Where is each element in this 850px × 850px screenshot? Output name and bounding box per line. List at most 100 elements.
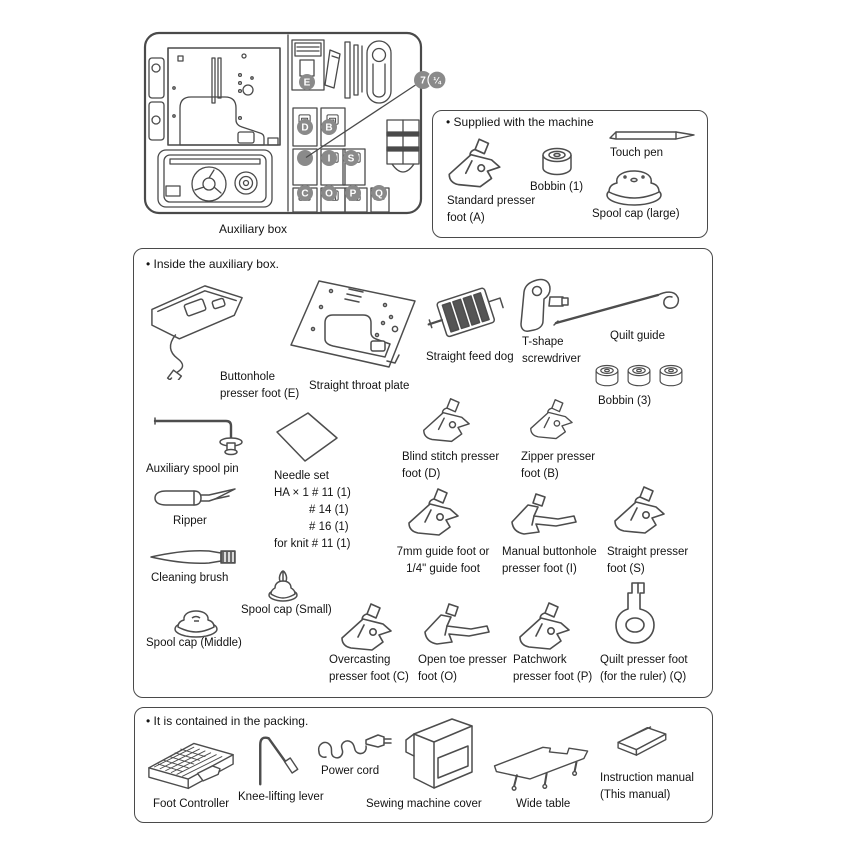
sewing-machine-cover-label: Sewing machine cover (366, 798, 482, 810)
slot-letter-p: P (350, 189, 357, 200)
label-line: HA × 1 # 11 (1) (274, 487, 351, 499)
slot-letter-e: E (304, 78, 311, 89)
needle-set-label: Needle set HA × 1 # 11 (1) # 14 (1) # 16… (274, 468, 351, 553)
patchwork-presser-foot-icon (512, 600, 576, 654)
overcasting-presser-foot-label: Overcasting presser foot (C) (329, 652, 409, 686)
label-line: foot (B) (521, 468, 559, 480)
slot-badges (297, 74, 387, 201)
slot-letter-i: I (328, 154, 331, 165)
label-line: 1/4" guide foot (406, 563, 480, 575)
label-line: T-shape (522, 336, 564, 348)
label-line: Overcasting (329, 654, 391, 666)
quilt-presser-foot-label: Quilt presser foot (for the ruler) (Q) (600, 652, 688, 686)
label-line: Instruction manual (600, 772, 694, 784)
label-line: presser foot (C) (329, 671, 409, 683)
straight-throat-plate-label: Straight throat plate (309, 380, 410, 392)
manual-buttonhole-presser-foot-label: Manual buttonhole presser foot (I) (502, 544, 597, 578)
7mm-guide-foot-label: 7mm guide foot or 1/4" guide foot (387, 544, 499, 578)
spool-cap-small-icon (266, 568, 300, 604)
label-line: Standard presser (447, 195, 536, 207)
label-line: presser foot (P) (513, 671, 593, 683)
slot-letter-s: S (348, 154, 355, 165)
blind-stitch-presser-foot-icon (416, 396, 476, 446)
manual-buttonhole-presser-foot-icon (506, 492, 580, 538)
label-line: for knit # 11 (1) (274, 538, 351, 550)
open-toe-presser-foot-icon (419, 602, 493, 648)
label-line: foot (S) (607, 563, 645, 575)
label-line: 7mm guide foot or (396, 546, 490, 558)
label-line: # 14 (1) (309, 504, 349, 516)
needle-set-icon (275, 411, 339, 463)
label-line: Manual buttonhole (502, 546, 597, 558)
spool-cap-middle-label: Spool cap (Middle) (146, 637, 242, 649)
buttonhole-presser-foot-label: Buttonhole presser foot (E) (220, 369, 299, 403)
spool-cap-large-label: Spool cap (large) (592, 208, 680, 220)
auxiliary-box-diagram: E D B I S C O P Q 7 ¼ (143, 31, 447, 215)
quilt-presser-foot-icon (611, 580, 667, 648)
bobbin-3-icon (593, 361, 685, 391)
straight-feed-dog-label: Straight feed dog (426, 351, 514, 363)
callout-leader-line (305, 84, 416, 159)
straight-presser-foot-label: Straight presser foot (S) (607, 544, 688, 578)
instruction-manual-label: Instruction manual (This manual) (600, 770, 694, 804)
callout-badge-7 (414, 71, 432, 89)
packing-title: • It is contained in the packing. (146, 714, 309, 728)
inside-title: • Inside the auxiliary box. (146, 257, 279, 271)
callout-label-7: 7 (420, 76, 426, 87)
knee-lifting-lever-label: Knee-lifting lever (238, 791, 324, 803)
zipper-presser-foot-label: Zipper presser foot (B) (521, 449, 595, 483)
slot-letter-o: O (325, 189, 333, 200)
spool-cap-small-label: Spool cap (Small) (241, 604, 332, 616)
ripper-icon (149, 485, 241, 511)
bobbin-icon (539, 146, 575, 178)
wide-table-label: Wide table (516, 798, 571, 810)
foot-controller-label: Foot Controller (153, 798, 230, 810)
open-toe-presser-foot-label: Open toe presser foot (O) (418, 652, 507, 686)
straight-presser-foot-icon (607, 484, 671, 538)
knee-lifting-lever-icon (249, 728, 309, 788)
standard-presser-foot-label: Standard presser foot (A) (447, 193, 535, 227)
label-line: Open toe presser (418, 654, 507, 666)
patchwork-presser-foot-label: Patchwork presser foot (P) (513, 652, 592, 686)
label-line: (for the ruler) (Q) (600, 671, 687, 683)
touch-pen-icon (604, 127, 700, 143)
slot-letter-c: C (301, 189, 308, 200)
slot-letter-q: Q (375, 189, 383, 200)
label-line: (This manual) (600, 789, 671, 801)
sewing-machine-cover-icon (402, 714, 480, 794)
label-line: Straight presser (607, 546, 689, 558)
bobbin-3-label: Bobbin (3) (598, 395, 652, 407)
label-line: presser foot (I) (502, 563, 577, 575)
callout-label-quarter: ¼ (433, 76, 442, 86)
foot-controller-icon (138, 736, 244, 794)
label-line: foot (D) (402, 468, 441, 480)
straight-feed-dog-icon (423, 281, 511, 345)
t-shape-screwdriver-label: T-shape screwdriver (522, 334, 581, 368)
power-cord-icon (315, 726, 395, 766)
blind-stitch-presser-foot-label: Blind stitch presser foot (D) (402, 449, 499, 483)
auxiliary-spool-pin-label: Auxiliary spool pin (146, 463, 239, 475)
label-line: foot (A) (447, 212, 485, 224)
auxiliary-box-caption: Auxiliary box (218, 222, 288, 236)
ripper-label: Ripper (173, 515, 207, 527)
touch-pen-label: Touch pen (610, 147, 664, 159)
power-cord-label: Power cord (321, 765, 380, 777)
wide-table-icon (486, 738, 598, 792)
overcasting-presser-foot-icon (334, 601, 398, 655)
bobbin-1-label: Bobbin (1) (530, 181, 584, 193)
quilt-guide-label: Quilt guide (610, 330, 665, 342)
label-line: foot (O) (418, 671, 457, 683)
label-line: Blind stitch presser (402, 451, 500, 463)
buttonhole-presser-foot-icon (142, 280, 254, 380)
label-line: Quilt presser foot (600, 654, 688, 666)
spool-cap-large-icon (602, 164, 666, 208)
7mm-guide-foot-icon (401, 486, 465, 540)
instruction-manual-icon (608, 724, 674, 768)
cleaning-brush-label: Cleaning brush (151, 572, 229, 584)
quilt-guide-icon (552, 283, 700, 329)
supplied-title: • Supplied with the machine (446, 115, 594, 129)
standard-presser-foot-icon (441, 136, 507, 192)
label-line: # 16 (1) (309, 521, 349, 533)
label-line: Patchwork (513, 654, 567, 666)
label-line: Buttonhole (220, 371, 275, 383)
